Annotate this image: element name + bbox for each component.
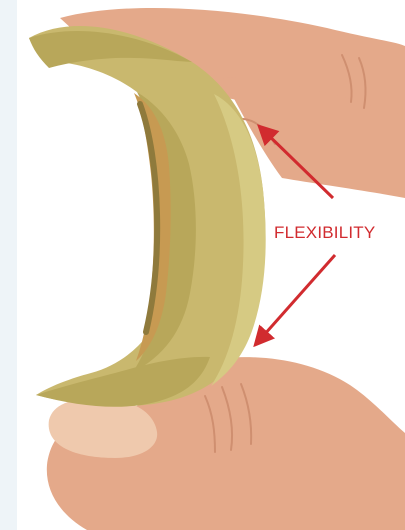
flexibility-diagram: FLEXIBILITY (17, 0, 405, 530)
illustration-panel: FLEXIBILITY (17, 0, 405, 530)
flexibility-label: FLEXIBILITY (274, 223, 375, 242)
arrow-down-left-icon (256, 255, 335, 344)
